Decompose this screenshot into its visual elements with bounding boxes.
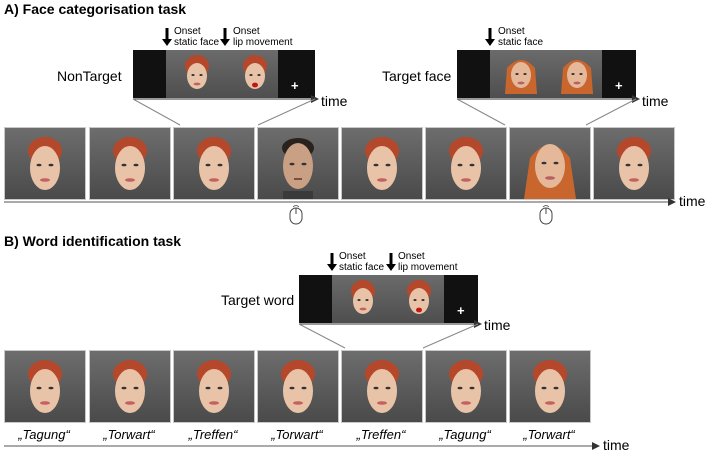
target-lip-face	[558, 52, 596, 98]
fixation-cross: +	[291, 78, 299, 93]
target-face-label: Target face	[382, 68, 452, 84]
onset-lip-label-b: Onset lip movement	[398, 251, 458, 273]
target-static-face	[502, 52, 540, 98]
time-label-b1: time	[484, 317, 511, 333]
nontarget-static-face	[178, 52, 216, 98]
time-label-a2: time	[642, 93, 669, 109]
face-tile-a7-target	[509, 127, 591, 200]
onset-static-label-a1: Onset static face	[174, 26, 220, 48]
nontarget-lip-face	[236, 52, 274, 98]
nontarget-label: NonTarget	[57, 68, 122, 84]
word-label: „Treffen“	[188, 427, 238, 442]
word-label: „Torwart“	[271, 427, 323, 442]
face-tile-b1	[4, 350, 86, 423]
face-tile-a1	[4, 127, 86, 200]
face-tile-b4	[257, 350, 339, 423]
face-tile-a8	[593, 127, 675, 200]
time-label-b-main: time	[603, 437, 630, 453]
target-word-strip: +	[299, 275, 478, 323]
face-tile-a2	[89, 127, 171, 200]
section-b-title: B) Word identification task	[4, 233, 182, 249]
target-face-strip: +	[457, 50, 636, 98]
face-tile-a4-male	[257, 127, 339, 200]
mouse-click-icon	[289, 205, 303, 230]
section-a-title: A) Face categorisation task	[4, 1, 187, 17]
word-lip-face	[400, 277, 438, 323]
onset-static-label-b: Onset static face	[339, 251, 385, 273]
word-label: „Torwart“	[523, 427, 575, 442]
face-tile-a3	[173, 127, 255, 200]
word-label: „Treffen“	[356, 427, 406, 442]
time-label-a1: time	[321, 93, 348, 109]
onset-static-label-a2: Onset static face	[498, 26, 544, 48]
word-label: „Tagung“	[18, 427, 70, 442]
word-label: „Tagung“	[439, 427, 491, 442]
onset-lip-label-a1: Onset lip movement	[233, 26, 293, 48]
face-tile-b6	[425, 350, 507, 423]
face-tile-b3	[173, 350, 255, 423]
face-tile-b5	[341, 350, 423, 423]
word-label: „Torwart“	[103, 427, 155, 442]
time-label-a-main: time	[679, 193, 706, 209]
face-tile-a5	[341, 127, 423, 200]
face-tile-b7	[509, 350, 591, 423]
mouse-click-icon	[539, 205, 553, 230]
target-word-label: Target word	[221, 292, 295, 308]
face-tile-a6	[425, 127, 507, 200]
face-tile-b2	[89, 350, 171, 423]
word-static-face	[344, 277, 382, 323]
nontarget-strip: +	[133, 50, 315, 98]
